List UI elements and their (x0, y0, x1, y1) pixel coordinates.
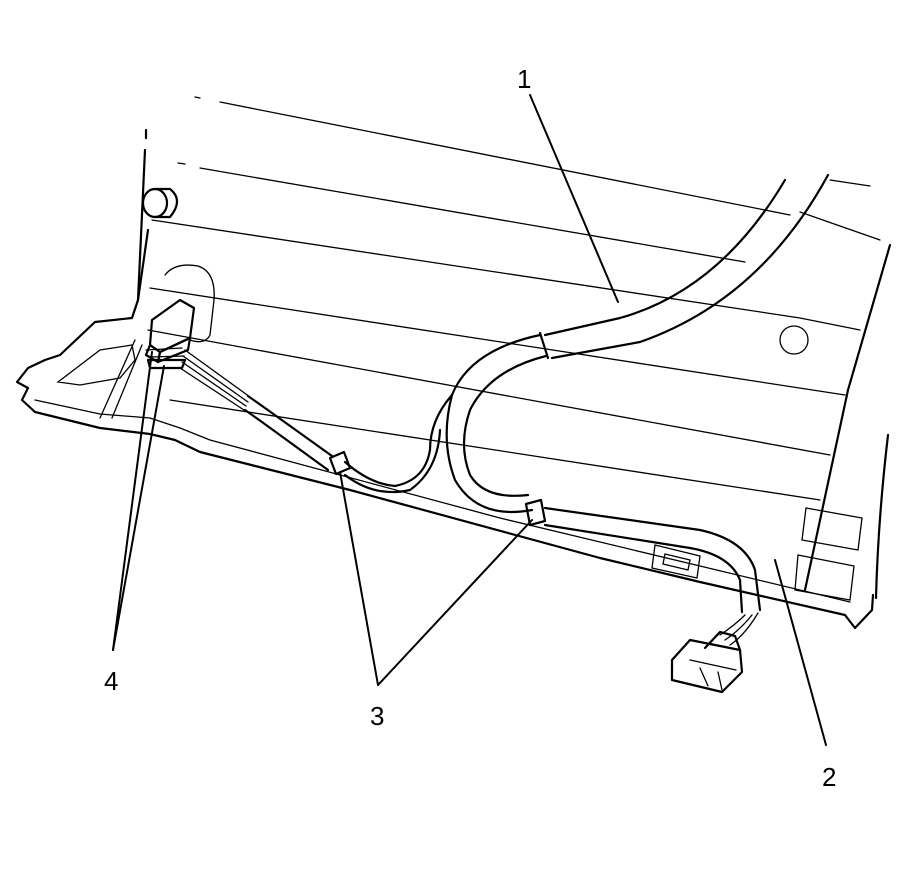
harness-loop-outer (445, 333, 542, 514)
surface-line (169, 399, 821, 501)
locator-stud (141, 187, 179, 219)
harness-left-lower (243, 408, 330, 472)
leader-3b (377, 519, 533, 686)
tie-strap-left (328, 450, 352, 476)
callout-3: 3 (370, 701, 384, 731)
leader-2 (774, 559, 827, 746)
leader-4a (112, 351, 153, 651)
surface-line (829, 179, 871, 187)
wiring-harness (179, 173, 830, 646)
surface-line (149, 287, 846, 396)
flange-cutout-lines (99, 339, 143, 419)
connector-pocket (164, 264, 215, 343)
surface-line (151, 219, 861, 331)
panel-far-edge (874, 433, 890, 600)
harness-left-upper (246, 394, 334, 458)
wire (729, 612, 759, 646)
tie-strap-right (524, 498, 547, 527)
harness-loop-inner (462, 354, 548, 497)
wire (182, 355, 249, 403)
lower-connector (670, 630, 744, 694)
surface-line (147, 329, 831, 456)
callout-2: 2 (822, 762, 836, 792)
harness-conduit-inner (550, 173, 830, 360)
leader-3a (339, 471, 379, 686)
leader-lines (112, 94, 827, 746)
tie-straps (328, 450, 547, 527)
harness-right-lower (543, 523, 744, 614)
upper-connector (144, 298, 196, 370)
callout-labels: 1 2 3 4 (104, 64, 836, 792)
harness-mid-upper (343, 393, 454, 488)
surface-line (799, 211, 881, 241)
slot-upper (801, 507, 863, 551)
slot-clip (651, 544, 701, 579)
callout-1: 1 (517, 64, 531, 94)
leader-4b (112, 365, 165, 651)
surface-line (177, 162, 746, 263)
panel-flange (15, 228, 875, 630)
harness-mid-lower (343, 428, 442, 494)
trim-panel (15, 96, 892, 630)
callout-4: 4 (104, 666, 118, 696)
surface-line (194, 96, 791, 216)
wire (184, 349, 251, 398)
panel-left-edge (136, 128, 148, 302)
leader-1 (529, 94, 619, 303)
wire (179, 367, 245, 411)
flange-cutout (56, 344, 136, 386)
conduit-end (538, 331, 550, 360)
harness-right-upper (543, 506, 762, 612)
harness-conduit-outer (543, 178, 787, 337)
slot-lower (794, 554, 855, 601)
panel-right-edge (803, 243, 892, 592)
wire (724, 614, 753, 641)
panel-hole (779, 325, 809, 355)
flange-inner-edge (34, 399, 851, 603)
wire (181, 361, 247, 407)
